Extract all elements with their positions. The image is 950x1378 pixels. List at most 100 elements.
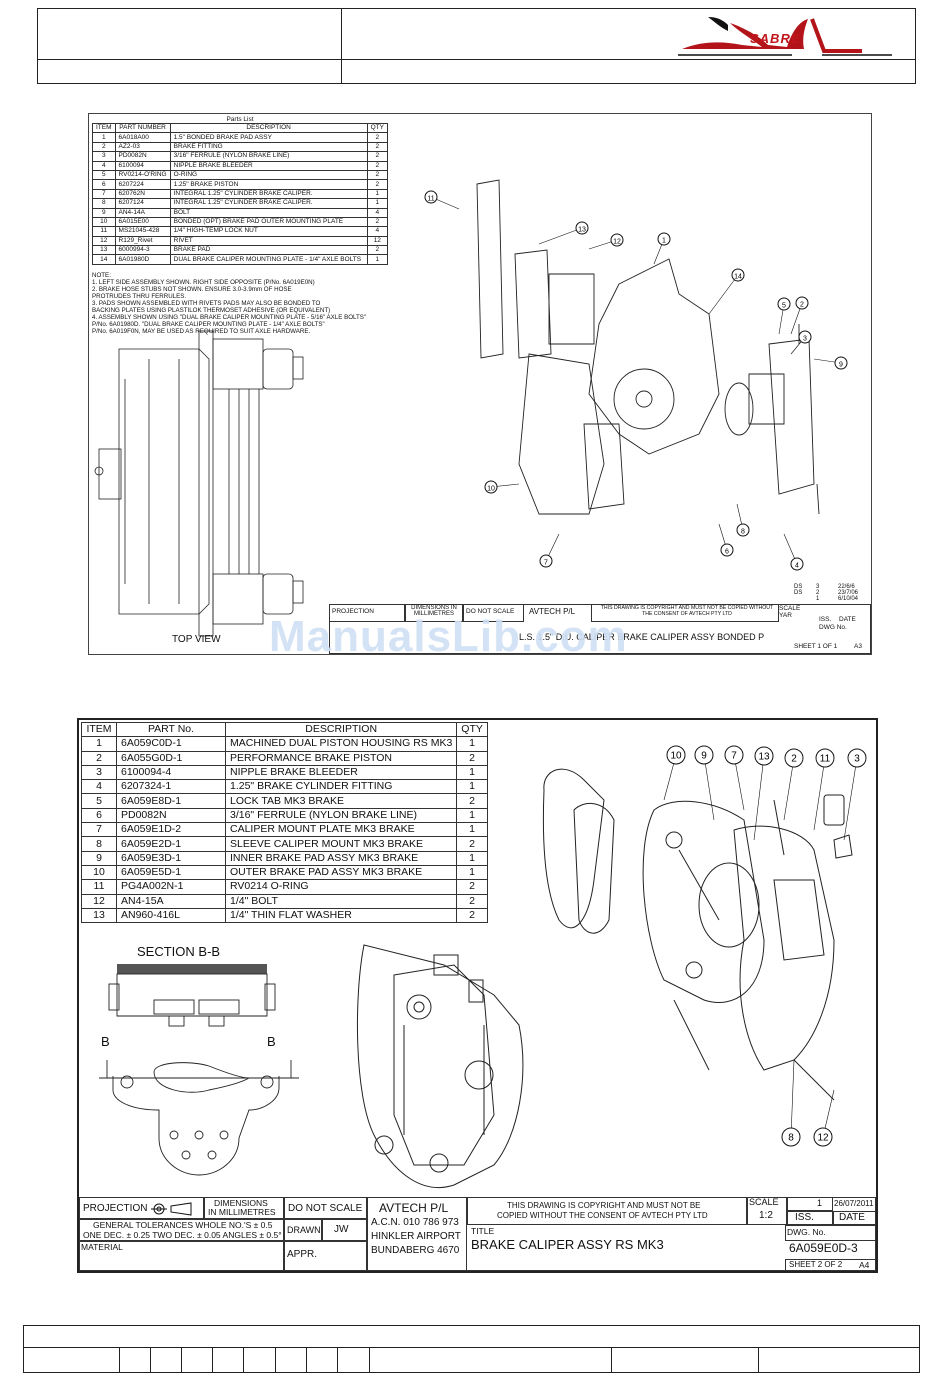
- header-cell-logo: SABRE: [342, 9, 915, 60]
- parts-list-sheet1: Parts List ITEM PART NUMBER DESCRIPTION …: [92, 116, 389, 265]
- table-cell: 1: [366, 188, 389, 200]
- table-cell: 6A01980D: [114, 254, 171, 265]
- dimensions-label: DIMENSIONS IN MILLIMETRES: [411, 605, 457, 617]
- footer-revision-row: [24, 1347, 919, 1373]
- table-cell: 1: [456, 850, 488, 866]
- callout-balloon: 11: [424, 190, 460, 210]
- table-cell: 6A015E00: [114, 216, 171, 228]
- table-cell: 10: [81, 864, 117, 881]
- callout-number: 11: [820, 754, 831, 765]
- callout-balloon: 12: [813, 1089, 835, 1147]
- exploded-view-sheet1: [476, 179, 820, 515]
- section-marker-left: B: [101, 1034, 110, 1049]
- table-cell: 6A055G0D-1: [116, 750, 226, 766]
- callout-balloon: 9: [694, 745, 715, 821]
- col-description: DESCRIPTION: [169, 122, 368, 134]
- tolerances-line-2: ONE DEC. ± 0.25 TWO DEC. ± 0.05 ANGLES ±…: [83, 1230, 282, 1240]
- table-cell: 1: [456, 822, 488, 838]
- page-header-frame: SABRE: [37, 8, 916, 84]
- table-cell: 14: [92, 254, 116, 265]
- date-label: DATE: [839, 1212, 865, 1223]
- callout-number: 10: [487, 486, 495, 493]
- approved-label: APPR.: [287, 1249, 318, 1260]
- callout-number: 12: [613, 239, 621, 246]
- do-not-scale-label: DO NOT SCALE: [288, 1203, 363, 1214]
- title-label: TITLE: [471, 1226, 495, 1236]
- company-acn: A.C.N. 010 786 973: [371, 1217, 459, 1228]
- table-cell: PD0082N: [116, 807, 226, 824]
- callout-balloon: 6: [718, 523, 734, 557]
- table-cell: 9: [81, 850, 117, 866]
- header-cell-lower: [38, 60, 342, 83]
- note-line: 1. LEFT SIDE ASSEMBLY SHOWN. RIGHT SIDE …: [92, 279, 315, 286]
- col-qty: QTY: [456, 721, 488, 738]
- revision-cell: 6/10/04: [838, 596, 859, 602]
- table-cell: MS21045-428: [114, 226, 171, 237]
- callout-number: 8: [741, 529, 745, 536]
- col-item: ITEM: [92, 122, 116, 134]
- note-line: PROTRUDES THRU FERRULES.: [92, 293, 187, 300]
- table-cell: 4: [366, 226, 389, 237]
- callout-number: 11: [427, 196, 434, 203]
- callout-balloon: 10: [484, 480, 520, 494]
- callout-number: 6: [725, 549, 729, 556]
- callout-balloon: 8: [736, 503, 750, 537]
- callout-number: 7: [731, 751, 737, 762]
- table-cell: 2: [456, 750, 488, 766]
- scale-value: YAR: [779, 612, 792, 619]
- drawn-by: JW: [334, 1224, 349, 1235]
- table-cell: 1.25" BRAKE PISTON: [169, 179, 368, 190]
- drawing-title: BRAKE CALIPER ASSY RS MK3: [471, 1237, 664, 1252]
- table-cell: 1: [366, 254, 389, 265]
- top-view-label: TOP VIEW: [172, 634, 221, 645]
- tolerances-line-1: GENERAL TOLERANCES WHOLE NO.'S ± 0.5: [93, 1220, 273, 1230]
- callout-balloon: 8: [781, 1059, 801, 1147]
- table-cell: 3/16" FERRULE (NYLON BRAKE LINE): [169, 151, 368, 162]
- table-cell: 3: [81, 764, 117, 781]
- callout-number: 3: [803, 336, 807, 343]
- material-label: MATERIAL: [81, 1242, 123, 1252]
- projection-label: PROJECTION: [332, 608, 374, 615]
- table-cell: AN4-15A: [116, 893, 226, 909]
- table-cell: BRAKE FITTING: [169, 141, 368, 153]
- table-cell: RIVET: [169, 235, 368, 247]
- drawn-label: DRAWN: [287, 1225, 321, 1235]
- callout-balloon: 11: [813, 748, 835, 831]
- table-cell: 2: [366, 141, 389, 153]
- section-view-drawing: [99, 964, 299, 1176]
- iss-label: ISS.: [795, 1212, 814, 1223]
- iss-label: ISS.: [819, 616, 832, 623]
- table-cell: 1: [81, 736, 117, 752]
- table-cell: INNER BRAKE PAD ASSY MK3 BRAKE: [224, 850, 458, 866]
- callout-number: 12: [817, 1133, 829, 1144]
- issue-number: 1: [817, 1198, 823, 1208]
- callout-number: 5: [782, 303, 786, 310]
- table-cell: 11: [92, 226, 116, 237]
- logo-text: SABRE: [750, 31, 801, 46]
- col-item: ITEM: [81, 721, 117, 738]
- drawing-title: L.S. 1.5" D.U. CALIPER BRAKE CALIPER ASS…: [519, 632, 765, 642]
- dwg-no-label: DWG No.: [819, 624, 847, 631]
- company-label: AVTECH P/L: [529, 607, 576, 616]
- callout-number: 14: [734, 274, 742, 281]
- table-cell: INTEGRAL 1.25" CYLINDER BRAKE CALIPER.: [169, 188, 368, 200]
- table-cell: 2: [366, 216, 389, 228]
- table-cell: 6207324-1: [116, 779, 226, 795]
- table-cell: NIPPLE BRAKE BLEEDER: [224, 764, 458, 781]
- table-cell: 7: [81, 822, 117, 838]
- note-line: P/No. 6A019F0N, MAY BE USED AS REQUIRED …: [92, 328, 311, 335]
- table-cell: 1: [366, 198, 389, 209]
- table-cell: 6A059C0D-1: [116, 736, 226, 752]
- table-cell: 1/4" HIGH-TEMP LOCK NUT: [169, 226, 368, 237]
